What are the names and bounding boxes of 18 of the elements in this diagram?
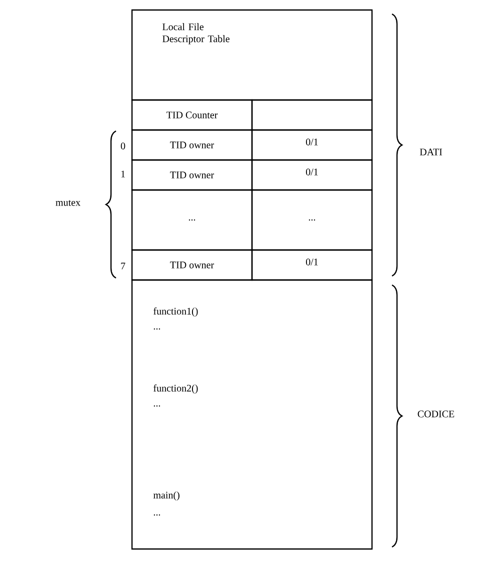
row-number: 7 <box>121 262 126 270</box>
table-cell <box>251 99 373 131</box>
table-cell: TID Counter <box>131 99 253 131</box>
table-cell: 0/1 <box>251 129 373 161</box>
code-section-box: function1() ... function2() ... main() ... <box>131 279 373 550</box>
table-cell: ... <box>251 189 373 251</box>
brace-label: DATI <box>420 148 442 156</box>
table-cell: TID owner <box>131 249 253 281</box>
table-cell: Local File Descriptor Table <box>131 9 373 101</box>
row-number: 1 <box>121 170 125 178</box>
table-cell: TID owner <box>131 159 253 191</box>
table-cell: ... <box>131 189 253 251</box>
table-cell: 0/1 <box>251 159 373 191</box>
row-number: 0 <box>120 142 126 150</box>
table-cell: 0/1 <box>251 249 373 281</box>
brace-label: mutex <box>56 200 80 206</box>
table-cell: TID owner <box>131 129 253 161</box>
brace-label: CODICE <box>418 410 454 418</box>
